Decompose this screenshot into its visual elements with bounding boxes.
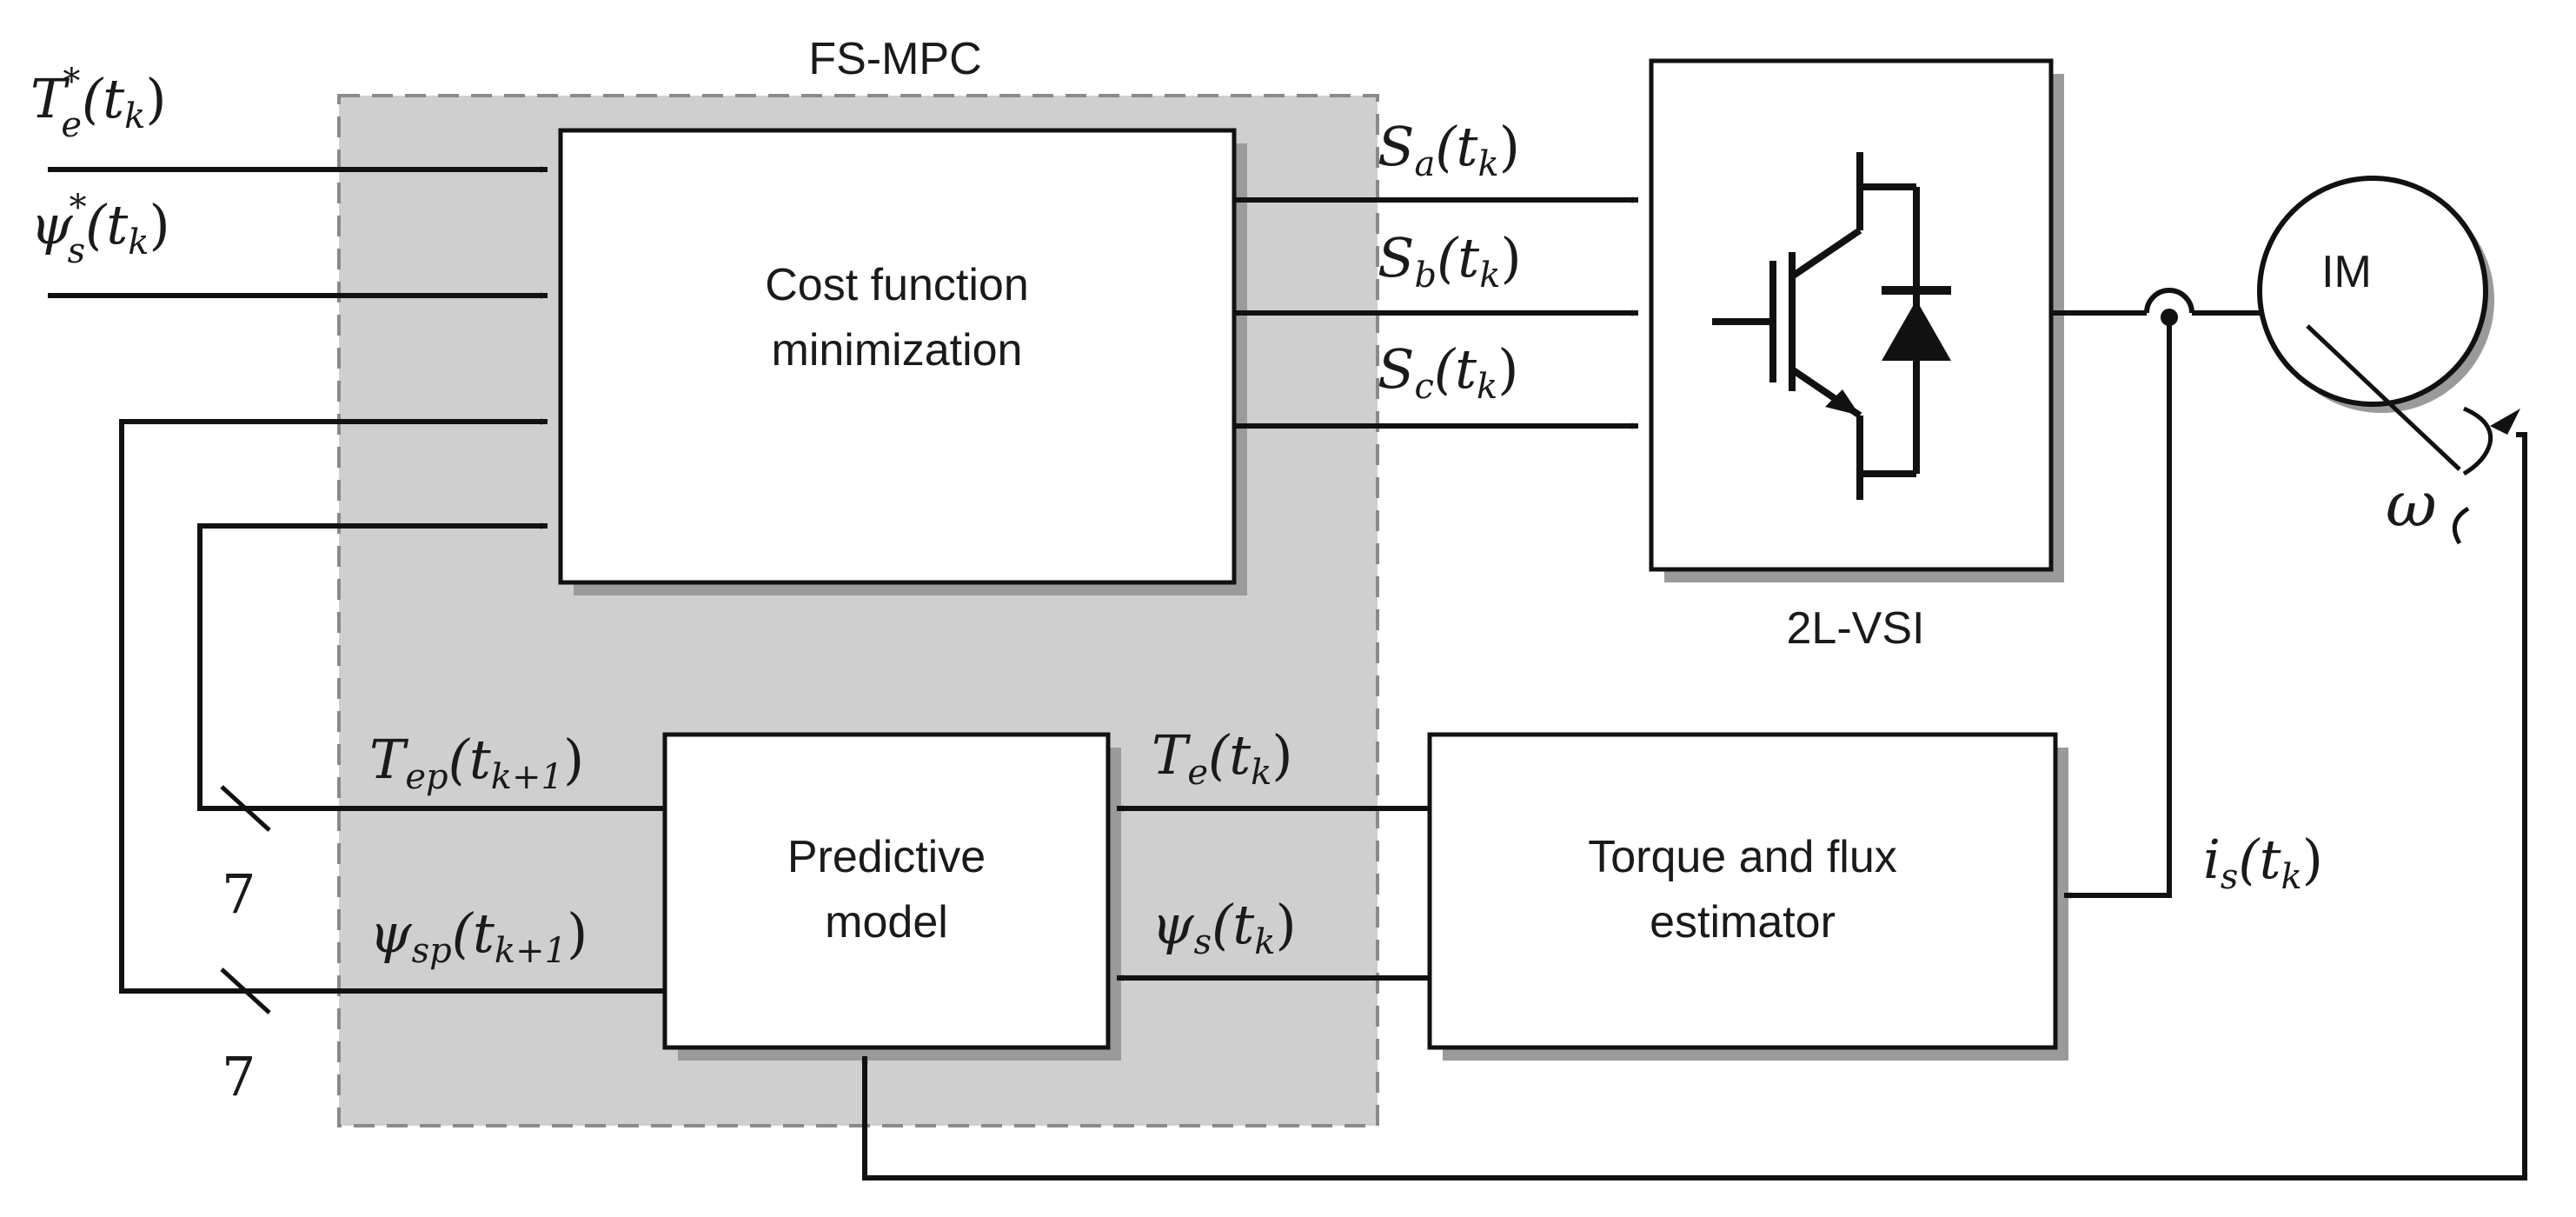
tep-feedback-wire (197, 522, 665, 811)
induction-motor: IM (2257, 176, 2520, 545)
psisp-bus-slash (220, 968, 271, 1014)
te-ref-label: T*e(tk) (30, 62, 167, 145)
estimator-label-line2: estimator (1650, 897, 1836, 948)
crossover-hop (2144, 288, 2194, 314)
psisp-feedback-wire (119, 418, 665, 994)
is-label: is(tk) (2203, 828, 2323, 897)
predictive-model-block: Predictive model (662, 732, 1111, 1050)
sc-label: Sc(tk) (1378, 337, 1518, 407)
sb-label: Sb(tk) (1378, 226, 1522, 296)
tep-label: Tep(tk+1) (369, 728, 584, 797)
predictive-model-label-line2: model (825, 897, 948, 948)
psis-label: ψs(tk) (1152, 893, 1297, 962)
fs-mpc-title: FS-MPC (808, 34, 981, 84)
estimator-label-line1: Torque and flux (1588, 832, 1897, 882)
psisp-bus-width: 7 (222, 1045, 256, 1108)
current-feedback-wire (2064, 322, 2172, 899)
cost-function-label-line1: Cost function (765, 260, 1029, 310)
torque-flux-estimator-block: Torque and flux estimator (1427, 732, 2058, 1050)
predictive-model-label-line1: Predictive (787, 832, 986, 882)
inverter-block: 2L-VSI (1649, 58, 2054, 654)
psisp-label: ψsp(tk+1) (369, 901, 588, 971)
cost-function-block: Cost function minimization (558, 128, 1237, 585)
motor-label: IM (2321, 247, 2372, 297)
current-junction (2161, 309, 2178, 326)
psi-ref-label: ψ*s(tk) (30, 188, 170, 271)
omega-label: ω (2386, 468, 2437, 541)
cost-function-label-line2: minimization (772, 325, 1023, 376)
igbt-diode-icon (1712, 152, 1951, 500)
sa-label: Sa(tk) (1378, 115, 1520, 184)
speed-feedback-wire (861, 432, 2527, 1180)
inverter-label: 2L-VSI (1787, 603, 1925, 654)
te-label: Te(tk) (1152, 723, 1293, 793)
tep-bus-width: 7 (222, 862, 256, 926)
tep-bus-slash (220, 785, 271, 832)
